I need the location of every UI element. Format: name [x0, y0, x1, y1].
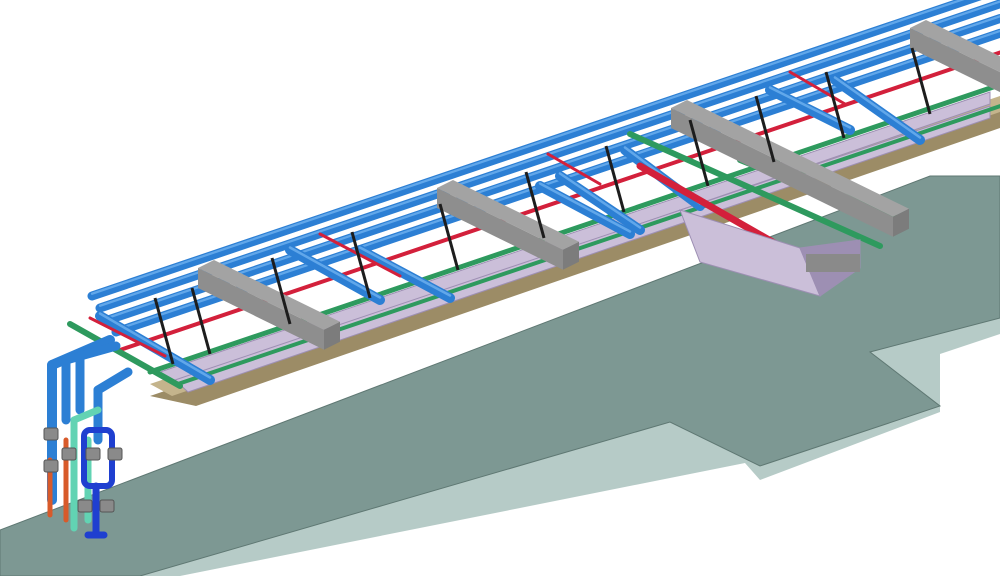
hanger-rod-11 [910, 47, 932, 115]
beam-top [910, 20, 1000, 73]
riser-assembly [43, 335, 133, 539]
red-branch-4 [788, 70, 847, 106]
blue-branch-7-highlight [768, 86, 852, 129]
blue-branch-2-highlight [288, 246, 382, 299]
hanger-rod-10 [824, 71, 846, 139]
blue-branch-8-highlight [833, 76, 922, 139]
blue-branch-3 [355, 245, 455, 303]
blue-branch-1 [95, 311, 215, 385]
green-branch-4 [67, 321, 183, 389]
blue-branch-4-highlight [538, 182, 632, 233]
red-branch-2 [318, 232, 402, 278]
hanger-rod-5 [438, 203, 460, 271]
blue-branch-5-highlight [558, 172, 642, 229]
hanger-rod-3 [270, 257, 292, 325]
beam-front [437, 188, 563, 270]
beam-top [671, 100, 909, 217]
blue-pipe-run-1-highlight [90, 0, 965, 295]
beam-end [563, 241, 579, 270]
concrete-beam-4 [910, 20, 1000, 93]
blue-branch-3-highlight [358, 246, 452, 297]
concrete-beam-1 [198, 260, 340, 350]
riser-valve-3 [43, 459, 59, 473]
blue-branch-7 [765, 85, 855, 135]
hanger-rod-9 [754, 95, 776, 163]
riser-teal-elbow [70, 406, 102, 424]
pipe-hangers [153, 47, 932, 365]
beam-front [910, 28, 1000, 93]
riser-blue-elbow-3 [93, 367, 133, 395]
beam-top [198, 260, 340, 330]
riser-valve-5 [107, 447, 123, 461]
beam-end [893, 208, 909, 237]
riser-valve-6 [77, 499, 93, 513]
riser-valve-7 [99, 499, 115, 513]
blue-pipe-run-4 [111, 28, 1000, 337]
green-branch-1 [627, 131, 883, 249]
blue-branch-5 [555, 171, 645, 235]
blue-branch-1-highlight [98, 312, 212, 379]
red-branch-1 [88, 316, 167, 358]
hanger-rod-2 [190, 287, 212, 355]
blue-branch-4 [535, 181, 635, 239]
equipment-unit [679, 209, 861, 297]
concrete-beam-3 [671, 100, 909, 237]
equipment-box [806, 254, 860, 272]
beam-end [324, 321, 340, 350]
blue-branch-8 [830, 75, 925, 145]
red-branch-3 [546, 152, 602, 186]
hanger-rod-6 [524, 171, 546, 239]
riser-valve-2 [61, 447, 77, 461]
beam-front [198, 268, 324, 350]
hanger-rod-7 [604, 145, 626, 213]
riser-valve-1 [43, 427, 59, 441]
riser-blue-elbow-2 [61, 341, 121, 365]
blue-pipe-run-3-highlight [106, 15, 1000, 319]
blue-pipe-run-3 [103, 14, 1000, 325]
beam-front [671, 108, 893, 237]
hanger-rod-1 [153, 297, 175, 365]
hanger-rod-8 [688, 119, 710, 187]
hanger-rod-4 [350, 231, 372, 299]
blue-branch-2 [285, 245, 385, 305]
blue-pipe-run-1 [87, 0, 982, 301]
riser-valve-4 [85, 447, 101, 461]
